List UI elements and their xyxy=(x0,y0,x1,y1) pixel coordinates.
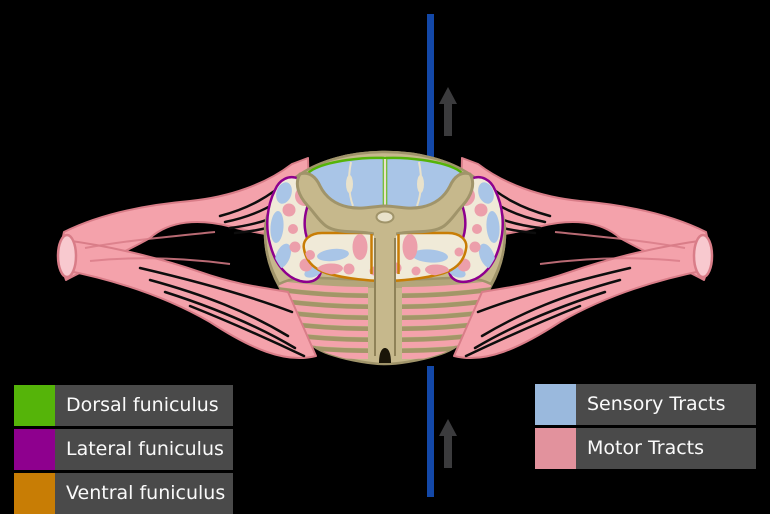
spinal-nerve-cut-face xyxy=(56,233,78,279)
ventral-funiculus-swatch xyxy=(14,473,55,514)
legend-item-motor-tracts[interactable]: Motor Tracts xyxy=(535,428,756,469)
dorsal-funiculus-swatch xyxy=(14,385,55,426)
sensory-tracts-swatch xyxy=(535,384,576,425)
up-arrow-icon-top xyxy=(439,87,457,136)
gray-matter xyxy=(295,171,475,238)
legend-label: Ventral funiculus xyxy=(55,473,233,514)
legend-label: Dorsal funiculus xyxy=(55,385,233,426)
legend-item-ventral-funiculus[interactable]: Ventral funiculus xyxy=(14,473,233,514)
legend-item-sensory-tracts[interactable]: Sensory Tracts xyxy=(535,384,756,425)
legend-label: Motor Tracts xyxy=(576,428,756,469)
anterior-median-fissure xyxy=(370,230,400,363)
vertical-axis-line-top xyxy=(427,14,434,160)
lateral-funiculus-swatch xyxy=(14,429,55,470)
up-arrow-icon-bottom xyxy=(439,419,457,468)
cross-section xyxy=(263,150,507,363)
legend-item-lateral-funiculus[interactable]: Lateral funiculus xyxy=(14,429,233,470)
ventral-root xyxy=(63,239,317,360)
motor-tracts-swatch xyxy=(535,428,576,469)
legend-label: Sensory Tracts xyxy=(576,384,756,425)
legend-item-dorsal-funiculus[interactable]: Dorsal funiculus xyxy=(14,385,233,426)
central-canal xyxy=(375,210,395,224)
vertical-axis-line-bottom xyxy=(427,366,434,497)
legend-label: Lateral funiculus xyxy=(55,429,233,470)
